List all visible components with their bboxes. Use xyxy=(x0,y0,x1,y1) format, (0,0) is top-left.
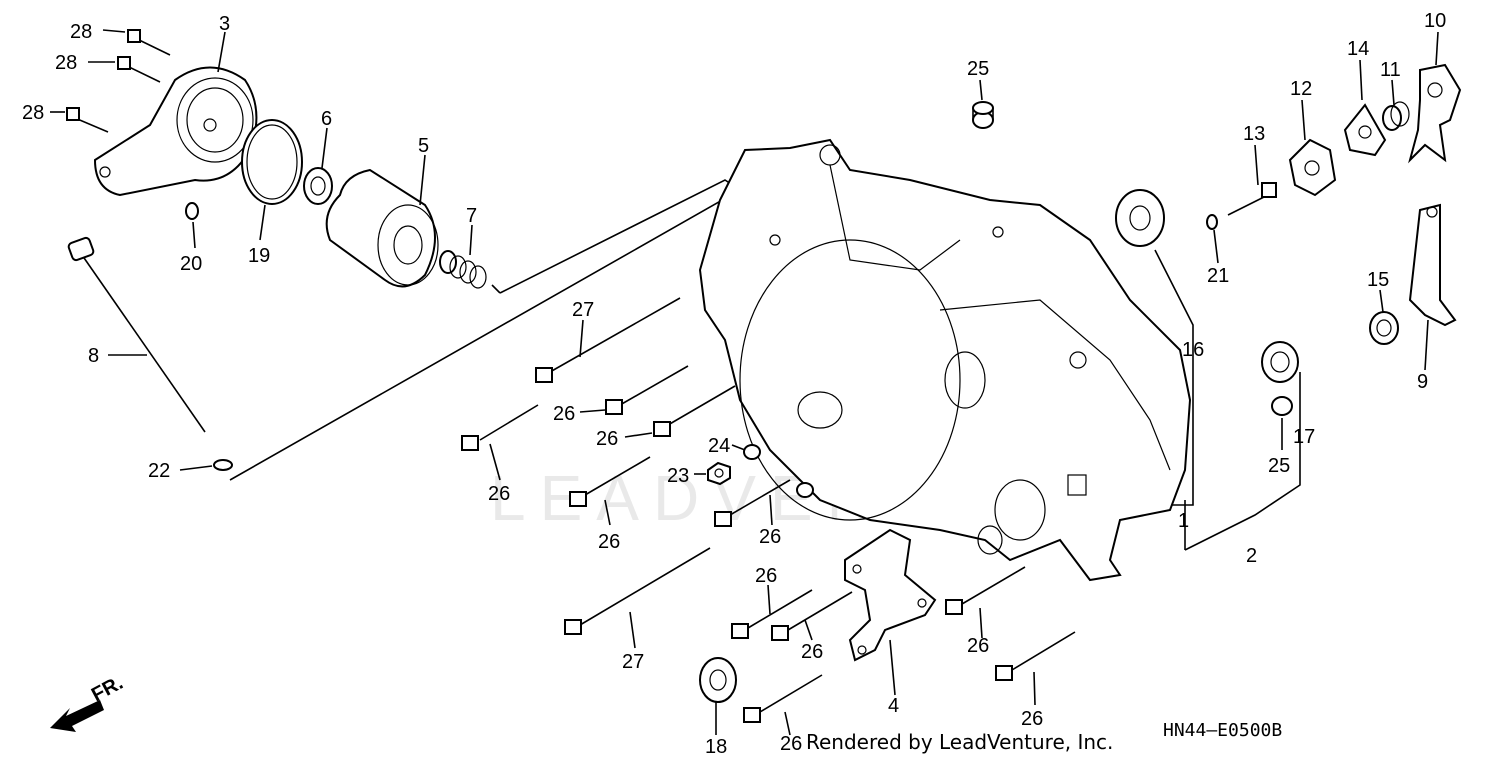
part-bolt-13[interactable] xyxy=(1227,182,1277,216)
part-arm-9[interactable] xyxy=(1408,203,1457,327)
callout-26: 26 xyxy=(553,403,575,425)
part-bearing-17[interactable] xyxy=(1261,341,1299,383)
callout-26: 26 xyxy=(967,635,989,657)
callout-18: 18 xyxy=(705,736,727,758)
callout-25: 25 xyxy=(1268,455,1290,477)
part-seal-6[interactable] xyxy=(303,167,333,205)
callout-26: 26 xyxy=(598,531,620,553)
part-plate-14[interactable] xyxy=(1343,103,1387,157)
part-dowel-25-right[interactable] xyxy=(1271,396,1293,416)
part-bolt-27-a[interactable] xyxy=(535,297,681,383)
callout-27: 27 xyxy=(572,299,594,321)
part-bolt-28-b[interactable] xyxy=(117,56,161,83)
callout-9: 9 xyxy=(1417,371,1428,393)
callout-12: 12 xyxy=(1290,78,1312,100)
part-dowel-25-top[interactable] xyxy=(972,101,994,129)
callout-7: 7 xyxy=(466,205,477,227)
part-bolt-26-d[interactable] xyxy=(569,456,651,507)
callout-27: 27 xyxy=(622,651,644,673)
part-arm-10[interactable] xyxy=(1408,63,1462,164)
part-dipstick-8[interactable] xyxy=(67,236,206,433)
part-bearing-16[interactable] xyxy=(1115,189,1165,247)
part-washer-20[interactable] xyxy=(185,202,199,220)
callout-8: 8 xyxy=(88,345,99,367)
part-bracket-4[interactable] xyxy=(844,528,937,662)
callout-6: 6 xyxy=(321,108,332,130)
callout-26: 26 xyxy=(1021,708,1043,730)
callout-3: 3 xyxy=(219,13,230,35)
callout-24: 24 xyxy=(708,435,730,457)
part-bolt-26-j[interactable] xyxy=(743,674,823,723)
part-bolt-26-b[interactable] xyxy=(605,365,689,415)
callout-14: 14 xyxy=(1347,38,1369,60)
front-direction-arrow-icon: FR. xyxy=(50,672,127,732)
part-bolt-26-i[interactable] xyxy=(995,631,1076,681)
part-bolt-28-a[interactable] xyxy=(127,29,171,56)
callout-25: 25 xyxy=(967,58,989,80)
part-bearing-18[interactable] xyxy=(699,657,737,703)
callout-26: 26 xyxy=(755,565,777,587)
part-bolt-26-a[interactable] xyxy=(461,404,539,451)
part-bolt-26-e[interactable] xyxy=(714,479,791,527)
part-washer-21[interactable] xyxy=(1206,214,1218,230)
callout-26: 26 xyxy=(780,733,802,755)
callout-28: 28 xyxy=(70,21,92,43)
callout-5: 5 xyxy=(418,135,429,157)
callout-26: 26 xyxy=(801,641,823,663)
callout-20: 20 xyxy=(180,253,202,275)
callout-28: 28 xyxy=(55,52,77,74)
part-washer-26-small[interactable] xyxy=(796,482,814,498)
part-bolt-28-c[interactable] xyxy=(66,107,109,133)
callout-26: 26 xyxy=(596,428,618,450)
diagram-code: HN44—E0500B xyxy=(1163,720,1282,741)
callout-11: 11 xyxy=(1380,59,1401,81)
callout-labels: 28 28 28 3 6 5 7 19 20 8 22 27 26 26 26 … xyxy=(22,10,1446,758)
part-nut-23[interactable] xyxy=(707,461,731,486)
part-oil-filter-5[interactable] xyxy=(325,168,439,288)
part-oil-filter-cover[interactable] xyxy=(93,66,258,197)
part-washer-24[interactable] xyxy=(743,444,761,460)
callout-23: 23 xyxy=(667,465,689,487)
part-spring-7[interactable] xyxy=(439,250,487,289)
part-bolt-26-c[interactable] xyxy=(653,385,736,437)
part-plate-12[interactable] xyxy=(1288,138,1337,197)
callout-10: 10 xyxy=(1424,10,1446,32)
part-bolt-26-h[interactable] xyxy=(945,566,1026,615)
callout-21: 21 xyxy=(1207,265,1229,287)
callout-28: 28 xyxy=(22,102,44,124)
callout-26: 26 xyxy=(759,526,781,548)
part-bolt-26-f[interactable] xyxy=(731,589,813,639)
callout-1: 1 xyxy=(1178,510,1189,532)
callout-13: 13 xyxy=(1243,123,1265,145)
leader-lines xyxy=(50,29,1439,736)
part-bolt-26-g[interactable] xyxy=(771,591,853,641)
callout-4: 4 xyxy=(888,695,899,717)
part-spring-11[interactable] xyxy=(1382,101,1410,131)
callout-19: 19 xyxy=(248,245,270,267)
part-seal-15[interactable] xyxy=(1369,311,1399,345)
callout-2: 2 xyxy=(1246,545,1257,567)
credit-text: Rendered by LeadVenture, Inc. xyxy=(806,730,1113,754)
front-direction-label: FR. xyxy=(88,672,127,707)
callout-15: 15 xyxy=(1367,269,1389,291)
callout-22: 22 xyxy=(148,460,170,482)
callout-17: 17 xyxy=(1293,426,1315,448)
part-washer-22[interactable] xyxy=(213,459,233,471)
part-o-ring-19[interactable] xyxy=(241,119,303,205)
part-bolt-27-b[interactable] xyxy=(564,547,711,635)
callout-16: 16 xyxy=(1182,339,1204,361)
callout-26: 26 xyxy=(488,483,510,505)
